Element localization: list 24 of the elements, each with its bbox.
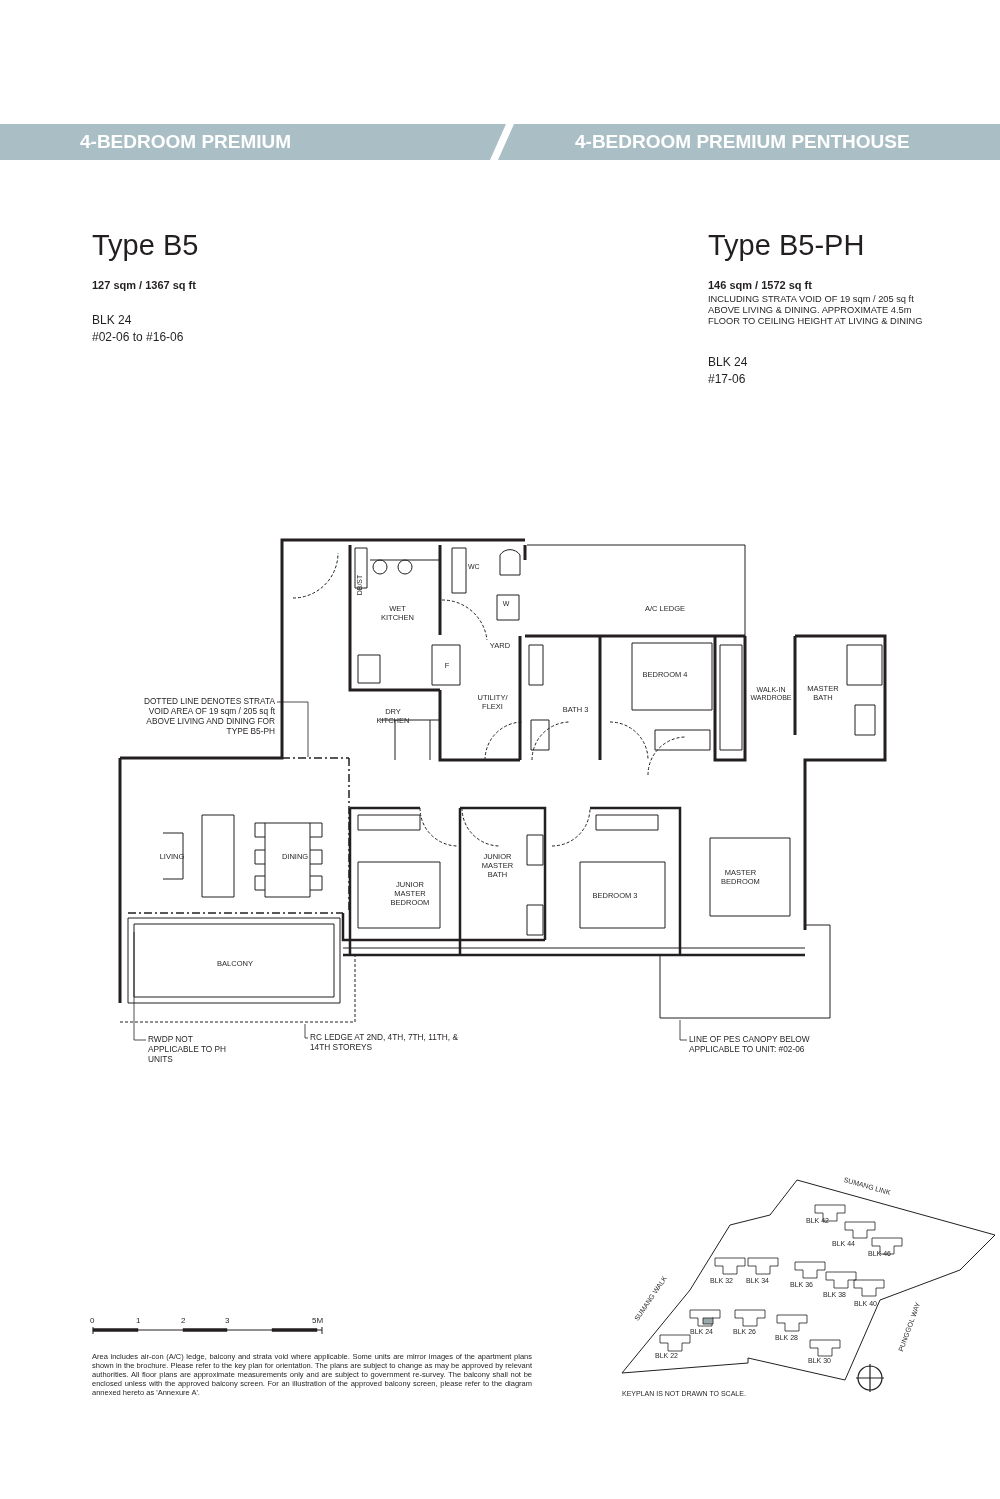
note-text: INCLUDING STRATA VOID OF 19 sqm / 205 sq ft ABOVE LIVING & DINING. APPROXIMATE 4.5m FLOOR TO CEILING HEIGHT AT LIVING & DINING [708,294,924,328]
scale-label: 5M [312,1316,325,1326]
scale-label: 2 [181,1316,187,1326]
leader-line [133,931,147,1041]
block-text: BLK 24 [708,355,749,370]
scale-label: 0 [90,1316,96,1326]
leader-line [304,1023,309,1039]
unit-text: #02-06 to #16-06 [92,330,185,345]
callout-text: RC LEDGE AT 2ND, 4TH, 7TH, 11TH, & 14TH STOREYS [310,1033,460,1053]
block-text: BLK 24 [92,313,133,328]
unit-text: #17-06 [708,372,747,387]
area-text: 146 sqm / 1572 sq ft [708,279,813,293]
type-title: Type B5-PH [708,228,866,263]
scale-label: 3 [225,1316,231,1326]
section-heading: 4-BEDROOM PREMIUM PENTHOUSE [575,131,911,154]
section-heading: 4-BEDROOM PREMIUM [80,131,293,154]
callout-text: RWDP NOT APPLICABLE TO PH UNITS [148,1035,238,1065]
area-text: 127 sqm / 1367 sq ft [92,279,197,293]
callout-text: DOTTED LINE DENOTES STRATA VOID AREA OF 19 sqm / 205 sq ft ABOVE LIVING AND DINING FOR TYPE B5-PH [130,697,275,737]
leader-line [276,701,309,758]
type-title: Type B5 [92,228,200,263]
leader-line [679,1019,688,1041]
scale-label: 1 [136,1316,142,1326]
callout-text: LINE OF PES CANOPY BELOW APPLICABLE TO UNIT: #02-06 [689,1035,839,1055]
